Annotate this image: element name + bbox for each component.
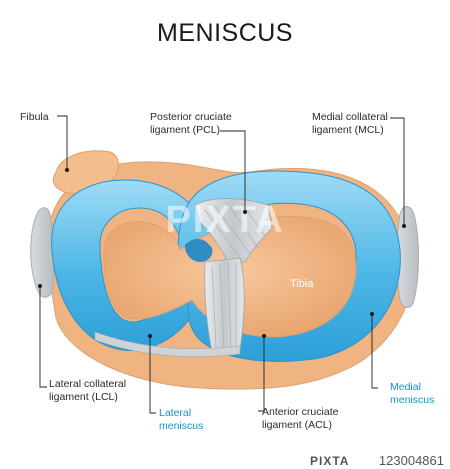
medial-meniscus-leader	[371, 314, 378, 389]
acl-leader	[258, 336, 265, 412]
footer-id: 123004861	[379, 453, 444, 468]
label-lateral-meniscus: Lateral meniscus	[159, 407, 203, 432]
label-mcl: Medial collateral ligament (MCL)	[312, 111, 391, 136]
label-acl: Anterior cruciate ligament (ACL)	[262, 406, 341, 431]
lateral-meniscus-dot	[148, 334, 152, 338]
mcl-dot	[402, 224, 406, 228]
watermark-text: PIXTA	[165, 199, 284, 241]
page-title: MENISCUS	[157, 19, 293, 47]
fibula-leader	[57, 115, 68, 170]
medial-meniscus-dot	[370, 312, 374, 316]
lcl-dot	[38, 284, 42, 288]
label-lcl: Lateral collateral ligament (LCL)	[49, 378, 129, 403]
label-fibula: Fibula	[20, 111, 49, 123]
pcl-dot	[243, 210, 247, 214]
fibula-dot	[65, 168, 69, 172]
acl-shape	[204, 257, 245, 353]
leader-lines	[39, 115, 405, 414]
label-medial-meniscus: Medial meniscus	[390, 381, 434, 406]
footer-bar: PIXTA 123004861	[0, 449, 450, 469]
transverse-ligament-shape	[94, 331, 241, 357]
acl-dot	[262, 334, 266, 338]
label-tibia: Tibia	[290, 278, 314, 290]
pcl-leader	[220, 130, 246, 212]
leader-dots	[38, 168, 406, 338]
label-pcl: Posterior cruciate ligament (PCL)	[150, 111, 235, 136]
lateral-meniscus-leader	[149, 336, 156, 414]
footer-brand: PIXTA	[310, 454, 349, 468]
mcl-leader	[390, 117, 405, 226]
pcl-fiber-lines	[204, 202, 266, 259]
lcl-leader	[39, 286, 47, 388]
acl-fiber-lines	[211, 261, 237, 351]
lateral-meniscus-highlight	[184, 238, 213, 262]
pcl-shape	[194, 198, 273, 263]
lcl-shape	[30, 207, 55, 298]
